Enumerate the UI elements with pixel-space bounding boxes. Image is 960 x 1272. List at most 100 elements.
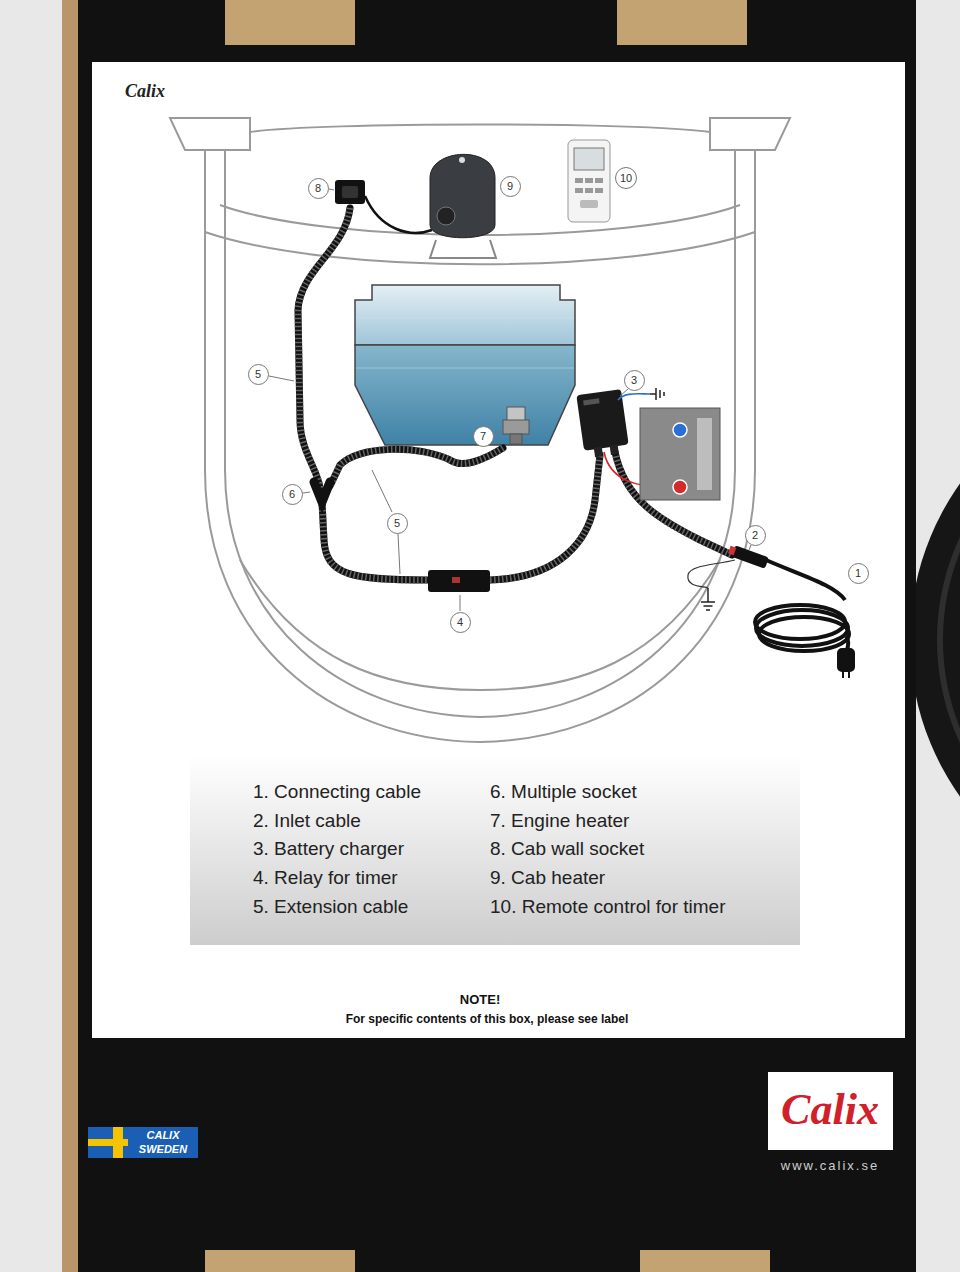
callout-circle: 5 [387,513,408,534]
callout-number: 4 [457,617,463,628]
cab-wall-socket-part [342,186,358,198]
truck-outline-part [710,118,790,150]
truck-outline-part [225,150,735,717]
engine-heater-fitting [503,407,529,444]
ground-symbol-part [707,588,709,602]
leader-line-part [269,376,294,381]
note-text: For specific contents of this box, pleas… [346,1012,629,1026]
leader-line-part [749,545,751,550]
cab-wall-socket-part [335,180,365,204]
leader-line-part [329,189,334,190]
remote-control-part [595,178,603,183]
cable-part [365,196,432,233]
part-list-item: 5. Extension cable [253,896,408,918]
inlet-cable [688,544,769,588]
callout-circle: 8 [308,178,329,199]
engine-heater-fitting-part [503,420,529,434]
connecting-cable-coil [755,605,853,678]
truck-outline-part [170,118,250,150]
battery-charger-part-part [576,389,628,451]
callout-number: 3 [631,375,637,386]
part-list-item: 1. Connecting cable [253,781,421,803]
relay [428,570,490,592]
cable [298,196,845,600]
cable-part-part [330,448,503,486]
cab-heater-part [459,157,465,163]
flag-logo-text: CALIX SWEDEN [131,1128,195,1156]
remote-control-part [574,148,604,170]
connecting-cable-coil-part [842,670,844,678]
truck-outline-part [205,232,755,264]
logo-box-part [768,1072,893,1150]
remote-control-part [568,140,610,222]
battery [640,408,720,500]
cable-part-part [322,502,428,580]
logo-box [768,1072,893,1150]
battery-part [640,408,720,500]
callout-number: 5 [255,369,261,380]
brand-logo: Calix [125,81,165,102]
background-part [78,0,916,1272]
engine-block-part [356,368,574,369]
multiple-socket-part [314,482,330,502]
callout-circle: 10 [615,167,637,189]
part-list-item: 7. Engine heater [490,810,629,832]
truck-outline-part [240,560,720,690]
cable-part [298,208,732,580]
ground-symbol-part [706,609,710,611]
cable-part-part [490,455,600,580]
remote-control-part [575,178,583,183]
cable-part [298,208,732,580]
engine-heater-fitting-part [510,434,522,444]
swedish-flag-part [88,1139,128,1146]
relay-part [428,570,490,592]
battery-charger-part-part [583,398,600,405]
brand-logo: Calix [781,1084,879,1135]
ground-symbol-part [659,390,661,398]
relay-part [452,577,460,583]
cab-heater-part [430,154,495,237]
ground-symbol [650,388,715,610]
callout-circle: 2 [745,525,766,546]
callout-circle: 9 [500,176,521,197]
cable-part-part [330,448,503,486]
callout-number: 9 [507,181,513,192]
cab-wall-socket [335,180,365,204]
remote-control-part [585,188,593,193]
leader-line-part [398,534,400,574]
background-part [910,370,960,910]
callout-circle: 5 [248,364,269,385]
callout-circle: 7 [473,426,494,447]
battery-charger-part-part [610,444,619,455]
callout-circle: 4 [450,612,471,633]
connecting-cable-coil-part [839,650,853,670]
part-list-item: 8. Cab wall socket [490,838,644,860]
leader-line-part [372,470,392,512]
callout-circle: 6 [282,484,303,505]
battery-part [673,423,687,437]
remote-control-part [595,188,603,193]
callout-number: 1 [855,568,861,579]
swedish-flag-part [88,1127,198,1158]
note-heading: NOTE! [460,992,500,1007]
engine-block-part [355,345,575,445]
inlet-cable-part-part [731,545,769,569]
engine-heater-fitting-part [507,407,525,421]
callout-number: 10 [620,173,632,184]
leader-line-part [620,389,628,396]
cab-heater-part [437,207,455,225]
ground-symbol-part [650,393,656,395]
parts-list-panel-part [190,755,800,945]
website: www.calix.se [781,1158,879,1173]
callout-circle: 1 [848,563,869,584]
part-list-item: 9. Cab heater [490,867,605,889]
remote-control-part [585,178,593,183]
inlet-cable-part [727,544,769,569]
truck-outline [170,118,790,742]
cable-part-part [298,208,350,488]
cab-heater-part [430,240,496,258]
